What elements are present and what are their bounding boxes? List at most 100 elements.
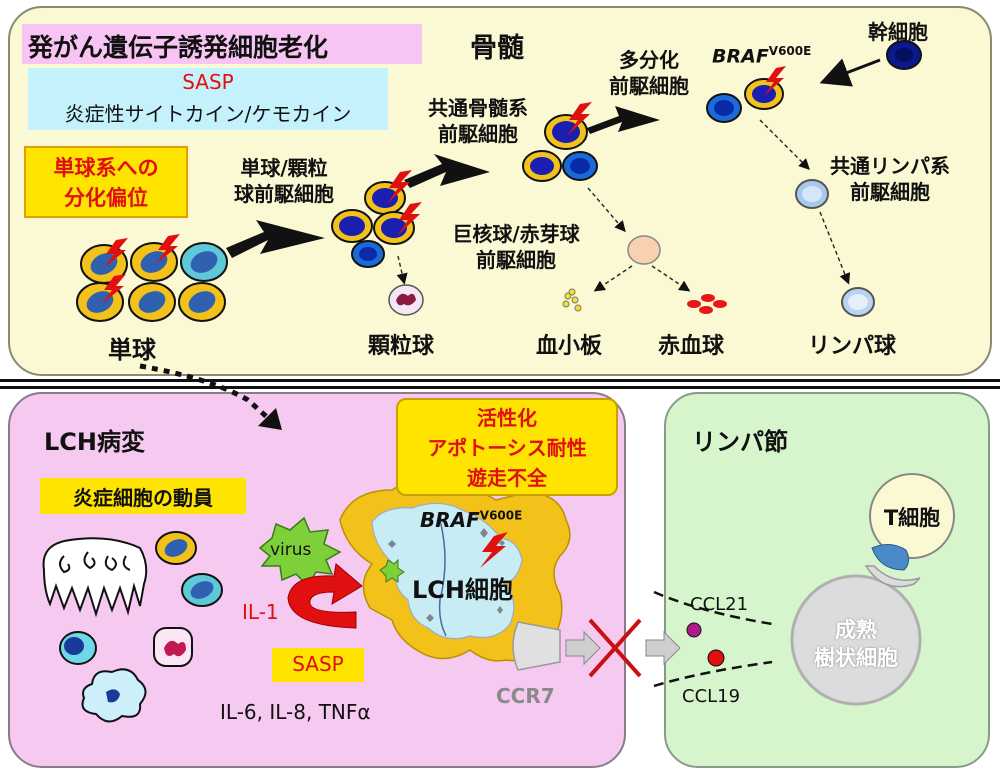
- sasp-box: [28, 68, 388, 130]
- ccl21-dot: [686, 622, 702, 638]
- virus-label: virus: [270, 540, 312, 560]
- arrow-stem-to-mpp: [819, 58, 881, 87]
- monocyte-2: [130, 234, 180, 282]
- gmp-label-2: 球前駆細胞: [234, 182, 334, 206]
- tcr-receptor: [871, 544, 910, 571]
- lch-braf-mutation: V600E: [479, 508, 523, 523]
- monocyte-cells: [76, 234, 228, 322]
- eosinophil: [153, 627, 193, 667]
- monocyte-label: 単球: [108, 336, 156, 364]
- multinucleated-giant-cell: [42, 537, 148, 618]
- senescence-title: 発がん遺伝子誘発細胞老化: [28, 33, 329, 62]
- rbc-label: 赤血球: [658, 334, 725, 359]
- macrophage-cell: [81, 668, 147, 723]
- il1-arrow-icon: [287, 563, 363, 629]
- ccl19-gradient: [653, 660, 773, 688]
- ccl19-dot: [707, 649, 725, 667]
- monocyte-6: [178, 282, 226, 322]
- senescence-title-box: [22, 24, 422, 64]
- mutation-bolt: [764, 66, 786, 96]
- multipotent-label-1: 多分化: [619, 48, 679, 72]
- ccr7-label: CCR7: [496, 684, 555, 708]
- gmp-label-1: 単球/顆粒: [240, 156, 328, 180]
- platelet-label: 血小板: [536, 334, 603, 359]
- mature-dc-label-1: 成熟: [835, 618, 877, 642]
- recruitment-box: [40, 478, 246, 514]
- monocyte-bias-box: [24, 146, 188, 218]
- granulocyte-label: 顆粒球: [368, 334, 435, 359]
- lch-granules: [388, 528, 505, 622]
- common-lymphoid-label-2: 前駆細胞: [850, 180, 930, 204]
- red-blood-cells: [687, 294, 727, 314]
- platelets: [562, 288, 582, 312]
- dash-cmp-to-mep: [587, 187, 626, 233]
- sasp-lch-label: SASP: [292, 652, 344, 676]
- common-myeloid-label-1: 共通骨髄系: [428, 96, 528, 120]
- lymphocyte-small: [59, 631, 97, 665]
- common-myeloid-label-2: 前駆細胞: [438, 122, 518, 146]
- ccr7-arrow-2: [645, 630, 681, 666]
- lch-nucleus-line: [438, 519, 447, 637]
- sasp-desc: 炎症性サイトカイン/ケモカイン: [64, 102, 352, 126]
- braf-mutation: V600E: [768, 44, 812, 58]
- ccl21-gradient: [653, 590, 773, 626]
- blocked-x-icon: [588, 618, 642, 678]
- arrow-cmp-to-gmp: [404, 154, 490, 188]
- lch-mutation-bolt: [480, 532, 508, 568]
- dash-mpp-to-clp: [759, 119, 810, 170]
- virus-icon: [258, 516, 342, 588]
- braf-gene-label: BRAFV600E: [712, 44, 811, 67]
- mature-dc-label-2: 樹状細胞: [814, 646, 898, 670]
- monocyte-5: [128, 282, 176, 322]
- mhc-receptor: [864, 565, 921, 588]
- t-cell-label: T細胞: [883, 506, 941, 530]
- ccl19-label: CCL19: [682, 686, 741, 707]
- mep-label-1: 巨核球/赤芽球: [452, 222, 580, 246]
- cytokines-label: IL-6, IL-8, TNFα: [220, 700, 371, 724]
- gmp-cells: [331, 170, 422, 268]
- small-virus-icon: [379, 558, 405, 583]
- lch-lesion-title: LCH病変: [44, 428, 145, 456]
- ccl21-label: CCL21: [690, 594, 749, 615]
- lch-braf-label: BRAFV600E: [420, 508, 522, 532]
- dash-mep-to-plt: [593, 265, 633, 292]
- stem-cell-label: 幹細胞: [868, 20, 928, 44]
- mep-cell: [627, 235, 661, 265]
- common-myeloid-progenitor: [522, 102, 598, 182]
- bone-marrow-title: 骨髄: [470, 33, 524, 64]
- properties-box: [396, 398, 618, 496]
- sasp-label: SASP: [182, 70, 234, 94]
- lymphocyte-label: リンパ球: [808, 334, 897, 359]
- macrophage-yellow: [155, 531, 197, 565]
- ccr7-receptor: [512, 621, 561, 671]
- dash-clp-to-lymph: [819, 211, 851, 285]
- braf-gene: BRAF: [712, 45, 769, 68]
- monocyte-1: [80, 238, 128, 284]
- sasp-lch-box: [272, 648, 364, 682]
- monocyte-migration-arrow: [139, 363, 270, 420]
- property-activation: 活性化: [477, 406, 537, 430]
- clp-cell: [795, 179, 829, 209]
- lymph-node-panel: [664, 392, 990, 768]
- t-cell: [869, 473, 955, 559]
- lymphocyte-cell: [841, 287, 875, 317]
- mep-label-2: 前駆細胞: [476, 248, 556, 272]
- recruitment-label: 炎症細胞の動員: [73, 486, 213, 510]
- monocyte-3: [180, 242, 228, 282]
- stem-cell: [886, 40, 922, 70]
- property-migration: 遊走不全: [467, 466, 547, 490]
- mature-dc-cell: [790, 574, 922, 706]
- il1-label: IL-1: [242, 600, 279, 624]
- monocyte-bias-line2: 分化偏位: [64, 186, 148, 210]
- dash-gmp-to-gran: [396, 255, 408, 285]
- divider-bottom: [0, 386, 1000, 389]
- monocyte-bias-line1: 単球系への: [53, 156, 159, 180]
- monocyte-cyan: [181, 573, 223, 607]
- lch-cell-label: LCH細胞: [412, 576, 513, 604]
- lymph-node-title: リンパ節: [692, 428, 788, 456]
- lch-braf-gene: BRAF: [420, 508, 480, 532]
- common-lymphoid-label-1: 共通リンパ系: [830, 154, 950, 178]
- dash-mep-to-rbc: [651, 265, 691, 292]
- divider-top: [0, 379, 1000, 382]
